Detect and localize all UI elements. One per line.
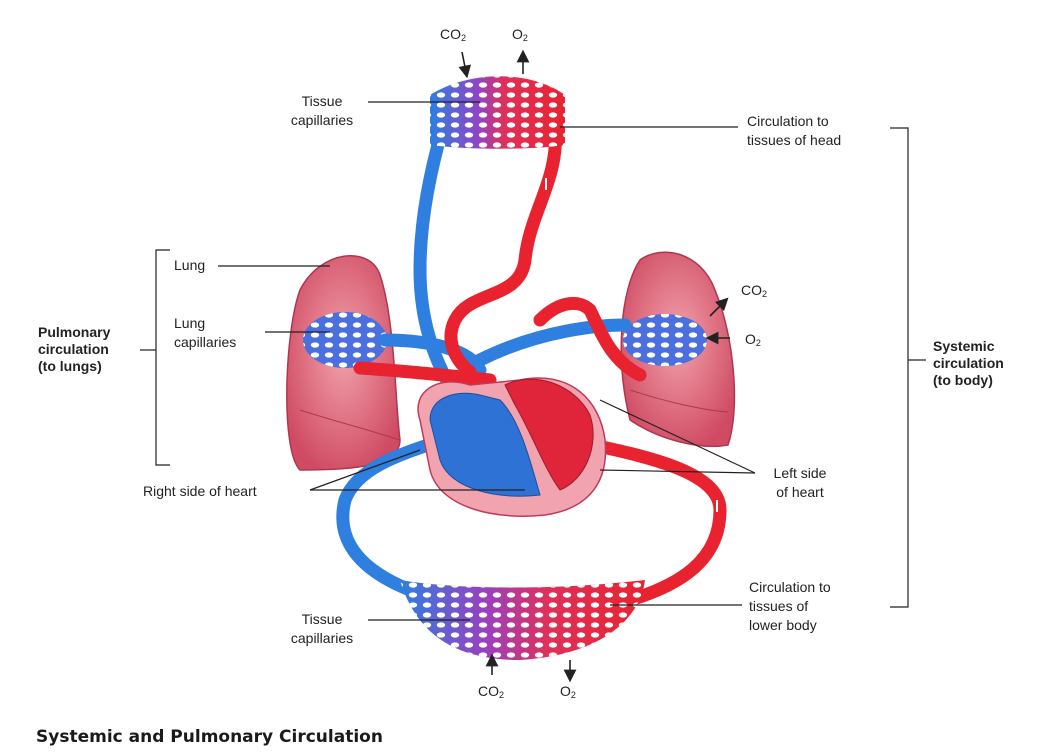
figure-caption: Systemic and Pulmonary Circulation [36, 727, 383, 747]
co2-label-bottom: CO2 [478, 683, 504, 700]
left-lung-capillaries [303, 312, 387, 368]
right-lung-capillaries [623, 314, 707, 366]
right-side-heart-label: Right side of heart [143, 482, 257, 501]
heart [418, 378, 606, 516]
o2-label-top: O2 [512, 26, 528, 43]
leader-lines [140, 102, 926, 620]
head-capillary-bed [430, 76, 565, 149]
lung-label: Lung [174, 256, 205, 275]
o2-label-right-lung: O2 [745, 331, 761, 348]
co2-label-right-lung: CO2 [741, 282, 767, 299]
co2-label-top: CO2 [440, 26, 466, 43]
o2-label-bottom: O2 [560, 683, 576, 700]
